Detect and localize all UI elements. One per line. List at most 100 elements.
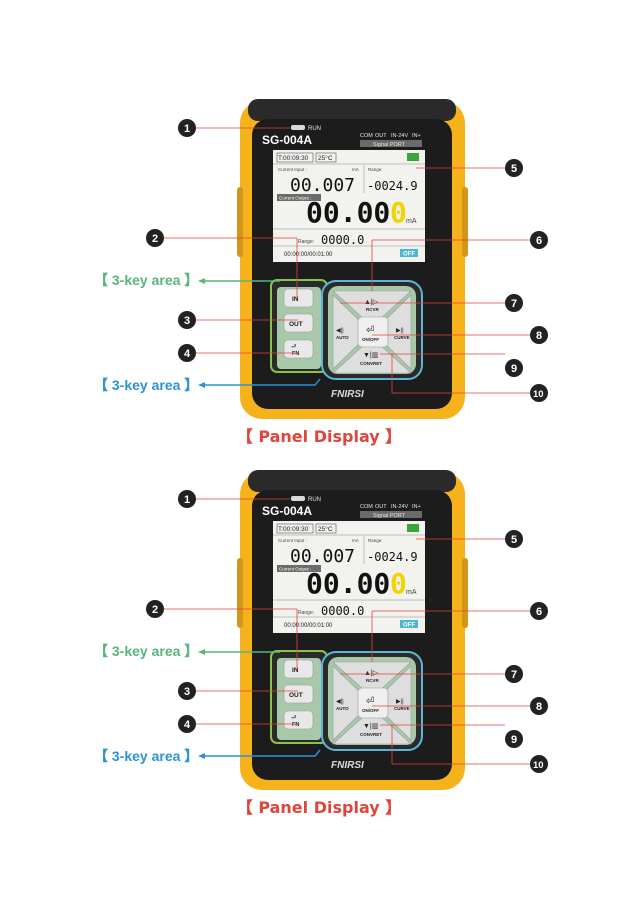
port-inplus: IN+ (412, 133, 421, 139)
badge-2: 2 (146, 229, 164, 247)
svg-text:3: 3 (184, 315, 190, 327)
current-output-tag (277, 194, 321, 201)
convret-label: CONVRET (360, 361, 382, 366)
signal-port-label: Signal PORT (373, 513, 406, 519)
device-top-bumper (248, 470, 456, 492)
device-panel-2: RUN SG-004A COM OUT IN-24V IN+ Signal PO… (0, 466, 638, 796)
port-com: COM (360, 133, 373, 139)
signal-port-label: Signal PORT (373, 142, 406, 148)
in-key[interactable] (283, 659, 314, 679)
badge-9: 9 (505, 730, 523, 748)
fn-key-label: FN (292, 351, 299, 357)
three-key-area-label-bottom: 【 3-key area 】 (94, 377, 198, 393)
enter-icon: ⏎ (366, 696, 374, 707)
lcd-status-box (400, 249, 418, 257)
lcd-output-digit-highlight: 0 (390, 567, 407, 600)
lcd-output-unit: mA (406, 218, 417, 225)
lcd-range2-label: Range: (298, 239, 314, 245)
lcd-output-value: 00.00 (306, 196, 390, 229)
svg-text:5: 5 (511, 163, 517, 175)
lcd-temp: 25°C (318, 154, 333, 162)
in-key-label: IN (292, 296, 299, 303)
auto-icon: ◀|| (336, 328, 344, 334)
side-grip-right (462, 558, 468, 628)
rcvr-label: RCVR (366, 307, 380, 312)
svg-text:9: 9 (511, 734, 517, 746)
battery-icon (407, 524, 419, 532)
green-arrowhead (198, 278, 205, 284)
onoff-label: ON/OFF (362, 337, 379, 342)
svg-text:6: 6 (536, 235, 542, 247)
lcd-range2-label: Range: (298, 610, 314, 616)
time-box (276, 152, 314, 163)
lcd-status-box (400, 620, 418, 628)
svg-text:1: 1 (184, 494, 190, 506)
lcd-range2-value: 0000.0 (321, 604, 364, 618)
lcd-input-unit: mA (352, 538, 359, 543)
temp-box (315, 523, 337, 534)
svg-text:7: 7 (511, 669, 517, 681)
onoff-key[interactable] (357, 316, 389, 348)
lcd-screen (273, 150, 425, 262)
port-in24v: IN-24V (391, 504, 408, 510)
fn-icon: ⮐ (291, 715, 297, 721)
lcd-timer: 00:00:00/00:01:00 (284, 623, 333, 629)
lcd-range-value: -0024.9 (367, 550, 418, 564)
run-label: RUN (308, 126, 321, 132)
port-out: OUT (375, 133, 387, 139)
badge-8: 8 (530, 697, 548, 715)
svg-text:1: 1 (184, 123, 190, 135)
run-led (291, 496, 305, 501)
enter-icon: ⏎ (366, 325, 374, 336)
lcd-output-digit-highlight: 0 (390, 196, 407, 229)
in-key-label: IN (292, 667, 299, 674)
device-top-bumper (248, 99, 456, 121)
current-output-tag (277, 565, 321, 572)
fn-key-label: FN (292, 722, 299, 728)
badge-9: 9 (505, 359, 523, 377)
curve-label: CURVE (394, 706, 410, 711)
fn-key[interactable] (283, 710, 314, 730)
port-inplus: IN+ (412, 504, 421, 510)
convret-label: CONVRET (360, 732, 382, 737)
blue-arrowhead (198, 753, 205, 759)
port-com: COM (360, 504, 373, 510)
in-key[interactable] (283, 288, 314, 308)
badge-4: 4 (178, 344, 196, 362)
badge-7: 7 (505, 665, 523, 683)
curve-label: CURVE (394, 335, 410, 340)
out-key[interactable] (283, 684, 314, 704)
svg-text:4: 4 (184, 348, 191, 360)
svg-text:5: 5 (511, 534, 517, 546)
svg-text:8: 8 (536, 330, 542, 342)
out-key[interactable] (283, 313, 314, 333)
curve-icon: ▶|| (396, 328, 404, 334)
out-key-label: OUT (289, 692, 303, 699)
badge-8: 8 (530, 326, 548, 344)
fn-key[interactable] (283, 339, 314, 359)
blue-arrowhead (198, 382, 205, 388)
svg-text:7: 7 (511, 298, 517, 310)
lcd-input-value: 00.007 (290, 546, 355, 567)
device-figure: RUN SG-004A COM OUT IN-24V IN+ Signal PO… (94, 99, 548, 419)
curve-icon: ▶|| (396, 699, 404, 705)
lcd-time: T:00:09:30 (278, 155, 309, 162)
rcvr-icon: ▲|▷ (364, 299, 379, 306)
run-label: RUN (308, 497, 321, 503)
onoff-key[interactable] (357, 687, 389, 719)
badge-6: 6 (530, 602, 548, 620)
svg-text:4: 4 (184, 719, 191, 731)
svg-text:9: 9 (511, 363, 517, 375)
badge-6: 6 (530, 231, 548, 249)
lcd-status: OFF (403, 623, 415, 629)
lcd-input-value: 00.007 (290, 175, 355, 196)
out-key-label: OUT (289, 321, 303, 328)
side-grip-left (237, 558, 243, 628)
lcd-current-output-label: Current Output : (279, 567, 311, 572)
model-label: SG-004A (262, 504, 312, 518)
badge-10: 10 (530, 384, 548, 402)
lcd-timer: 00:00:00/00:01:00 (284, 252, 333, 258)
annotation-lines (160, 498, 530, 765)
three-key-area-label-top: 【 3-key area 】 (94, 272, 198, 288)
device-figure: RUN SG-004A COM OUT IN-24V IN+ Signal PO… (94, 470, 548, 790)
